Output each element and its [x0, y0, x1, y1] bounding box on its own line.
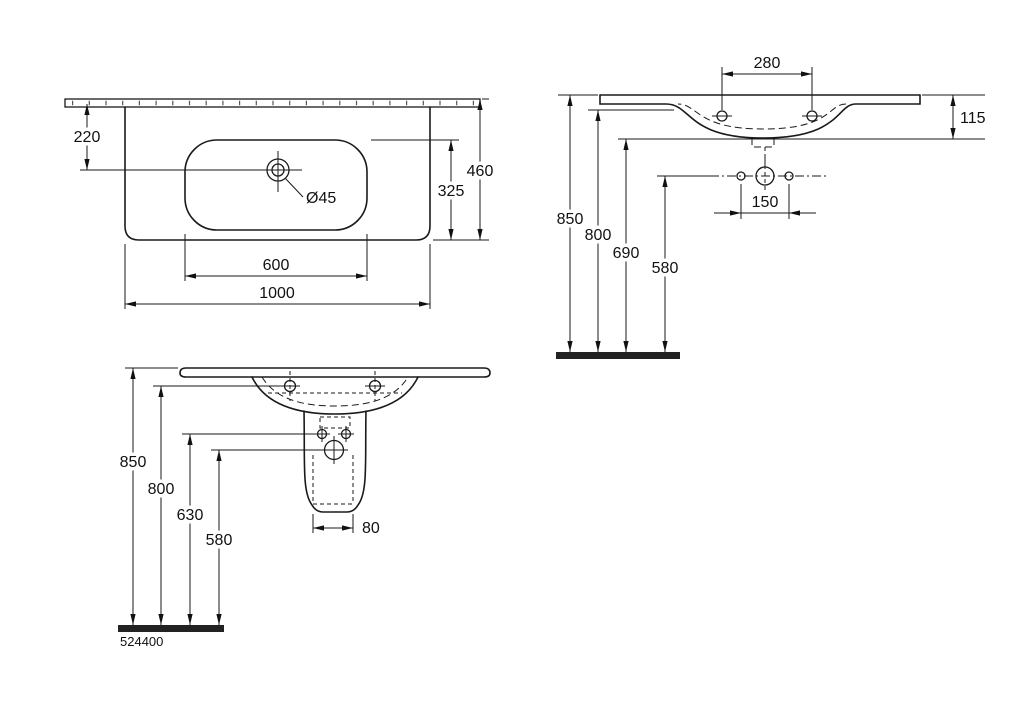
dim-label-side-outlet-height: 580	[652, 260, 679, 277]
side-drain-boss-hidden	[751, 137, 775, 148]
side-fittings	[710, 158, 826, 196]
dim-label-bowl-front-depth: 325	[438, 183, 465, 200]
front-floor-line	[118, 625, 224, 632]
front-dimensions: 850 800 630 580 80 524400	[116, 367, 380, 649]
side-basin-outline	[599, 94, 921, 168]
dim-label-depth: 460	[467, 163, 494, 180]
dim-label-tap-hole-diameter: Ø45	[306, 190, 336, 207]
dim-label-rim-thickness: 115	[960, 110, 986, 127]
trap-hidden-lines	[312, 455, 354, 505]
front-basin-outline	[179, 367, 491, 415]
plan-bowl	[184, 139, 368, 231]
dim-label-side-bowl-bottom-height: 690	[613, 245, 640, 262]
front-fixing-hole-centerlines	[289, 371, 376, 401]
front-bowl-hidden-line	[261, 376, 409, 407]
side-view: 280 115 150 850 800 690 580	[553, 55, 986, 359]
front-apron	[251, 376, 419, 415]
trap-shroud-outline	[303, 410, 367, 513]
front-view: 850 800 630 580 80 524400	[116, 367, 491, 649]
dim-label-front-fixing-height: 800	[148, 481, 175, 498]
dim-label-front-bracket-height: 630	[177, 507, 204, 524]
dim-label-width: 1000	[259, 285, 295, 302]
front-rim-slab	[179, 367, 491, 378]
dim-label-bowl-width: 600	[263, 257, 290, 274]
side-basin-underside	[599, 103, 921, 139]
overflow-hidden-rect	[319, 416, 351, 429]
front-pedestal	[303, 410, 367, 513]
extension-line	[312, 514, 354, 533]
dim-label-fixing-spacing: 150	[752, 194, 779, 211]
side-dimensions: 280 115 150 850 800 690 580	[553, 55, 986, 352]
plan-basin-outline	[64, 98, 481, 241]
dim-label-side-rim-height: 850	[557, 211, 584, 228]
product-code-label: 524400	[120, 634, 163, 649]
plan-view: 220 325 460 600 1000 Ø45	[64, 98, 497, 309]
dim-label-front-outlet-height: 580	[206, 532, 233, 549]
dim-label-tap-offset: 220	[74, 129, 101, 146]
side-floor-line	[556, 352, 680, 359]
dim-label-side-underside-height: 800	[585, 227, 612, 244]
tap-hole-leader-line	[284, 177, 304, 198]
dim-label-tap-hole-spacing: 280	[754, 55, 781, 72]
plan-dimensions: 220 325 460 600 1000 Ø45	[70, 98, 497, 309]
dim-label-front-rim-height: 850	[120, 454, 147, 471]
side-bowl-hidden-line	[677, 103, 847, 130]
bracket-hole-crosshairs	[321, 426, 347, 442]
plan-basin-body	[124, 106, 431, 241]
dim-label-trap-width: 80	[362, 520, 380, 537]
